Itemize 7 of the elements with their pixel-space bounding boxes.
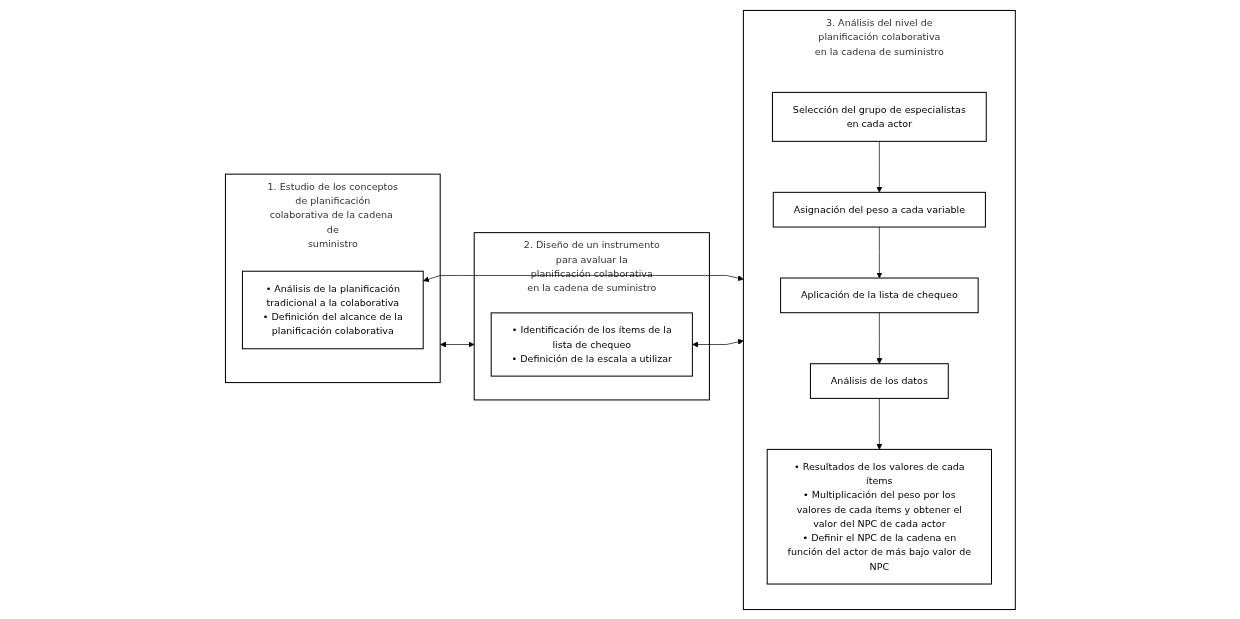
node-box: Asignación del peso a cada variable	[772, 191, 986, 228]
node-box: Selección del grupo de especialistas en cada actor	[771, 91, 987, 142]
node-box: • Resultados de los valores de cada ítems • Multiplicación del peso por los valores de cada ítems y obtener el valor del NPC de cada actor • Definir el NPC de la cadena en función del actor de más bajo valor de NPC	[766, 448, 992, 585]
node-box: Aplicación de la lista de chequeo	[779, 277, 979, 313]
node-box: • Identificación de los ítems de la lista de chequeo • Definición de la escala a utilizar	[490, 311, 693, 377]
node-box: Análisis de los datos	[809, 362, 949, 399]
node-box: • Análisis de la planificación tradicional a la colaborativa • Definición del alcance de la planificación colaborativa	[241, 270, 424, 349]
